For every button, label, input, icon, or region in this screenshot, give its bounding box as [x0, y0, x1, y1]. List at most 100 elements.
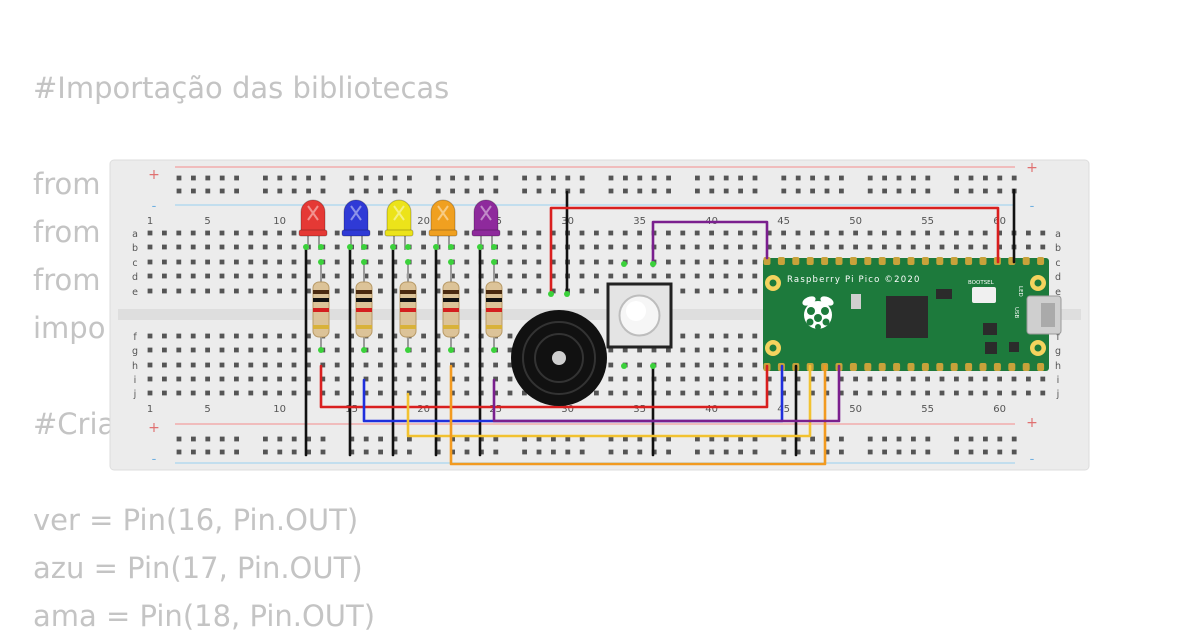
rail-hole[interactable]: [522, 436, 527, 442]
breadboard-hole[interactable]: [781, 390, 786, 396]
breadboard-hole[interactable]: [666, 259, 671, 265]
breadboard-hole[interactable]: [464, 347, 470, 353]
breadboard-hole[interactable]: [536, 288, 542, 294]
breadboard-hole[interactable]: [190, 390, 196, 396]
breadboard-hole[interactable]: [306, 362, 311, 368]
breadboard-hole[interactable]: [867, 244, 873, 250]
breadboard-hole[interactable]: [723, 390, 729, 396]
breadboard-hole[interactable]: [709, 362, 714, 368]
rail-hole[interactable]: [191, 449, 196, 455]
breadboard-hole[interactable]: [190, 376, 196, 382]
rail-hole[interactable]: [579, 436, 585, 442]
breadboard-hole[interactable]: [162, 273, 167, 279]
rail-hole[interactable]: [551, 436, 556, 442]
breadboard-hole[interactable]: [349, 376, 354, 382]
breadboard-hole[interactable]: [738, 347, 743, 353]
rail-hole[interactable]: [205, 436, 211, 442]
breadboard-hole[interactable]: [680, 230, 686, 236]
breadboard-hole[interactable]: [867, 376, 873, 382]
breadboard-hole[interactable]: [378, 259, 383, 265]
breadboard-hole[interactable]: [1040, 376, 1046, 382]
breadboard-hole[interactable]: [982, 376, 988, 382]
rail-hole[interactable]: [306, 175, 311, 181]
breadboard-hole[interactable]: [723, 362, 729, 368]
breadboard-hole[interactable]: [277, 273, 282, 279]
breadboard-hole[interactable]: [291, 376, 297, 382]
rail-hole[interactable]: [378, 436, 383, 442]
breadboard-hole[interactable]: [882, 244, 887, 250]
rail-hole[interactable]: [536, 436, 542, 442]
breadboard-hole[interactable]: [536, 259, 542, 265]
rail-hole[interactable]: [968, 188, 974, 194]
rail-hole[interactable]: [320, 188, 326, 194]
breadboard-hole[interactable]: [248, 376, 254, 382]
rail-hole[interactable]: [536, 449, 542, 455]
breadboard-hole[interactable]: [291, 244, 297, 250]
breadboard-hole[interactable]: [392, 259, 398, 265]
rail-hole[interactable]: [378, 188, 383, 194]
breadboard-hole[interactable]: [493, 362, 498, 368]
rail-hole[interactable]: [623, 188, 628, 194]
rail-hole[interactable]: [839, 175, 844, 181]
breadboard-hole[interactable]: [896, 390, 902, 396]
breadboard-hole[interactable]: [435, 273, 441, 279]
breadboard-hole[interactable]: [694, 333, 700, 339]
rail-hole[interactable]: [608, 436, 614, 442]
breadboard-hole[interactable]: [752, 390, 758, 396]
breadboard-hole[interactable]: [838, 390, 844, 396]
breadboard-hole[interactable]: [219, 362, 225, 368]
breadboard-hole[interactable]: [334, 244, 340, 250]
rail-hole[interactable]: [925, 175, 931, 181]
breadboard-hole[interactable]: [392, 347, 398, 353]
rail-hole[interactable]: [464, 188, 470, 194]
breadboard-hole[interactable]: [853, 244, 858, 250]
rail-hole[interactable]: [623, 175, 628, 181]
breadboard-hole[interactable]: [867, 390, 873, 396]
breadboard-hole[interactable]: [378, 288, 383, 294]
breadboard-hole[interactable]: [939, 376, 945, 382]
breadboard-hole[interactable]: [349, 347, 354, 353]
breadboard-hole[interactable]: [982, 230, 988, 236]
rail-hole[interactable]: [723, 188, 729, 194]
rail-hole[interactable]: [738, 188, 743, 194]
breadboard-hole[interactable]: [435, 333, 441, 339]
breadboard-hole[interactable]: [694, 230, 700, 236]
breadboard-hole[interactable]: [291, 347, 297, 353]
rail-hole[interactable]: [752, 175, 758, 181]
breadboard-hole[interactable]: [738, 244, 743, 250]
breadboard-hole[interactable]: [234, 230, 239, 236]
breadboard-hole[interactable]: [435, 376, 441, 382]
rail-hole[interactable]: [450, 175, 455, 181]
rail-hole[interactable]: [795, 175, 801, 181]
breadboard-hole[interactable]: [464, 390, 470, 396]
breadboard-hole[interactable]: [910, 376, 916, 382]
breadboard-hole[interactable]: [334, 390, 340, 396]
breadboard-hole[interactable]: [291, 230, 297, 236]
rail-hole[interactable]: [896, 436, 902, 442]
breadboard-hole[interactable]: [522, 230, 527, 236]
breadboard-hole[interactable]: [536, 244, 542, 250]
rail-hole[interactable]: [810, 188, 815, 194]
breadboard-hole[interactable]: [694, 362, 700, 368]
breadboard-hole[interactable]: [723, 259, 729, 265]
rail-hole[interactable]: [911, 449, 916, 455]
breadboard-hole[interactable]: [262, 230, 268, 236]
breadboard-hole[interactable]: [205, 288, 210, 294]
rail-hole[interactable]: [205, 188, 211, 194]
rail-hole[interactable]: [824, 436, 830, 442]
breadboard-hole[interactable]: [176, 376, 182, 382]
breadboard-hole[interactable]: [694, 347, 700, 353]
rail-hole[interactable]: [752, 436, 758, 442]
rail-hole[interactable]: [565, 449, 571, 455]
breadboard-hole[interactable]: [190, 230, 196, 236]
breadboard-hole[interactable]: [493, 376, 498, 382]
rail-hole[interactable]: [709, 188, 715, 194]
breadboard-hole[interactable]: [363, 273, 369, 279]
breadboard-hole[interactable]: [752, 333, 758, 339]
breadboard-hole[interactable]: [334, 347, 340, 353]
rail-hole[interactable]: [925, 436, 931, 442]
rail-hole[interactable]: [551, 188, 556, 194]
breadboard-hole[interactable]: [248, 347, 254, 353]
breadboard-hole[interactable]: [406, 362, 412, 368]
rail-hole[interactable]: [882, 449, 887, 455]
